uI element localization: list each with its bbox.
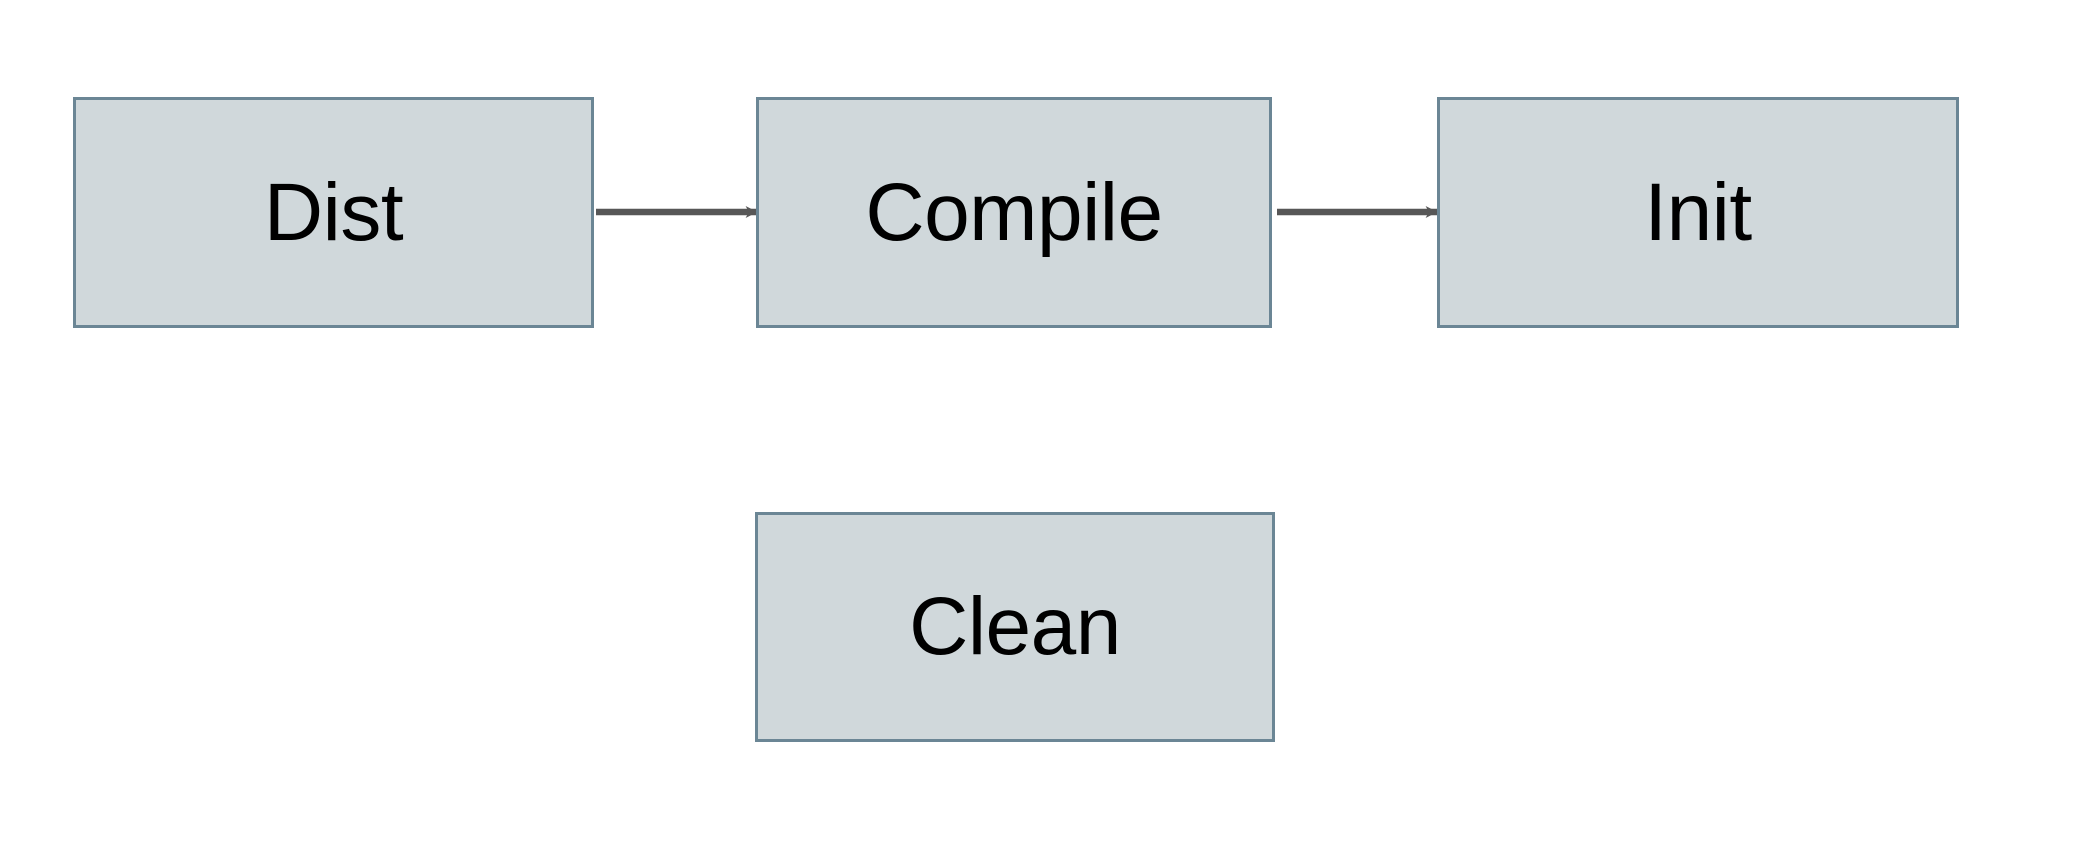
node-compile[interactable]: Compile bbox=[756, 97, 1272, 328]
node-clean-label: Clean bbox=[909, 581, 1121, 672]
node-dist[interactable]: Dist bbox=[73, 97, 594, 328]
node-compile-label: Compile bbox=[865, 166, 1163, 258]
node-init-label: Init bbox=[1644, 166, 1752, 258]
node-dist-label: Dist bbox=[263, 166, 404, 258]
node-init[interactable]: Init bbox=[1437, 97, 1959, 328]
node-clean[interactable]: Clean bbox=[755, 512, 1275, 742]
